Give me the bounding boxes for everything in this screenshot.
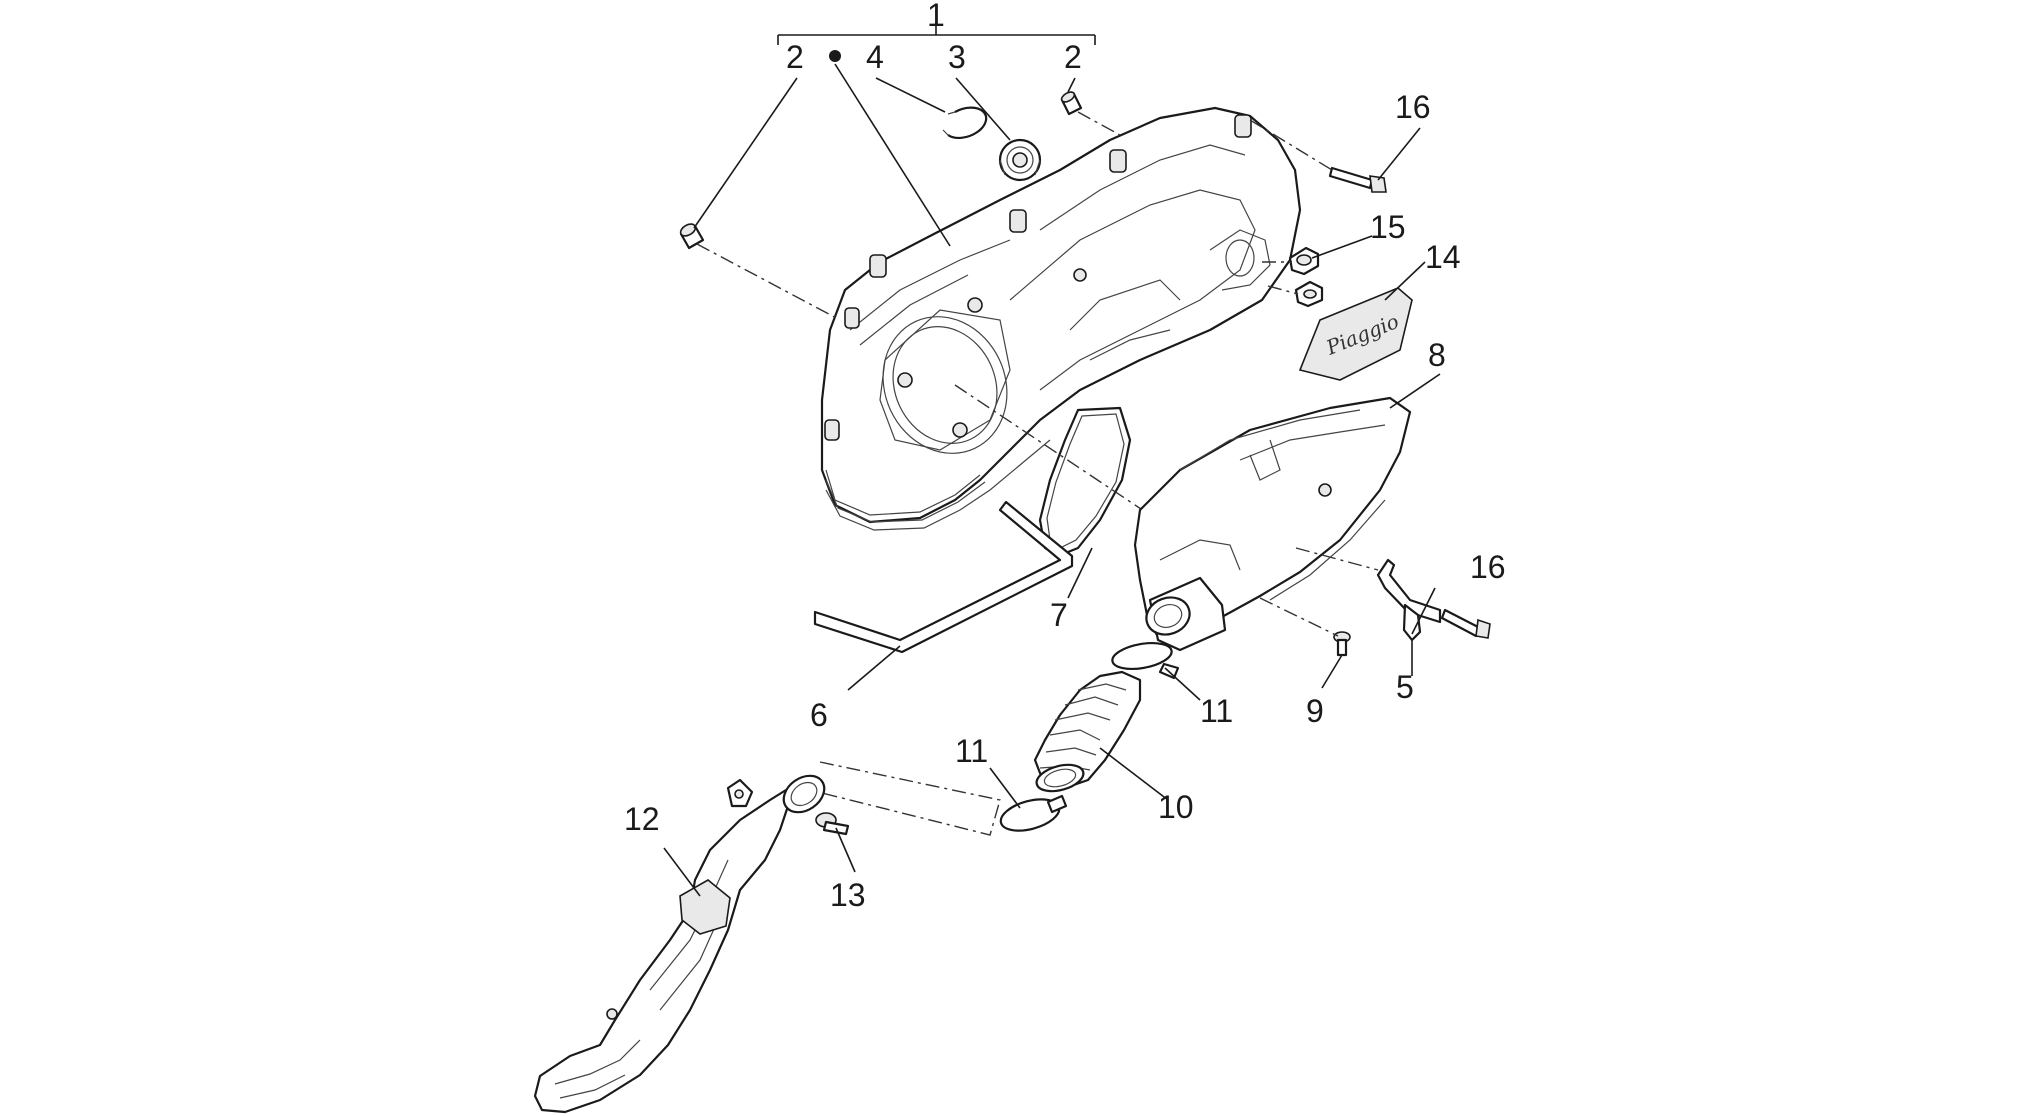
callout-11-right: 11 [1200, 693, 1233, 729]
callout-16-top: 16 [1395, 89, 1431, 125]
bolt-bottom [1440, 608, 1491, 639]
callout-16-bottom: 16 [1470, 549, 1506, 585]
intake-bellows [1033, 670, 1142, 793]
filter-outlet [1145, 576, 1227, 652]
gasket [1038, 406, 1132, 558]
logo-badge: Piaggio [1298, 287, 1413, 381]
callout-2-left: 2 [786, 39, 804, 75]
intake-duct [533, 774, 826, 1114]
callout-10: 10 [1158, 789, 1194, 825]
callout-1: 1 [927, 0, 945, 33]
callout-14: 14 [1425, 239, 1461, 275]
callout-7: 7 [1050, 597, 1068, 633]
circlip [942, 106, 988, 139]
seal-strip [813, 500, 1074, 654]
callout-labels: 1 2 4 3 2 16 15 14 8 7 16 6 11 9 5 11 10… [624, 0, 1506, 913]
callout-8: 8 [1428, 337, 1446, 373]
mounting-bracket [1376, 558, 1442, 642]
bolt-top [1328, 166, 1387, 193]
leader-lines [663, 63, 1441, 897]
callout-11-left: 11 [955, 733, 988, 769]
filter-cover [1133, 396, 1412, 642]
dowel-pin-left [679, 223, 705, 250]
callout-12: 12 [624, 801, 660, 837]
grommet-lower [1294, 280, 1324, 308]
callout-6: 6 [810, 697, 828, 733]
dowel-pin-right [1060, 91, 1083, 116]
grommet-upper [1288, 246, 1320, 276]
callout-9: 9 [1306, 693, 1324, 729]
marker-dot [829, 50, 841, 62]
screw-9 [1333, 631, 1351, 657]
group-bracket-1 [777, 22, 1096, 45]
callout-3: 3 [948, 39, 966, 75]
callout-4: 4 [866, 39, 884, 75]
transmission-cover [820, 106, 1302, 531]
callout-13: 13 [830, 877, 866, 913]
bearing [998, 138, 1042, 182]
callout-15: 15 [1370, 209, 1406, 245]
hose-clamp-left [999, 794, 1068, 832]
screw-13 [815, 812, 850, 836]
callout-2-right: 2 [1064, 39, 1082, 75]
callout-5: 5 [1396, 669, 1414, 705]
